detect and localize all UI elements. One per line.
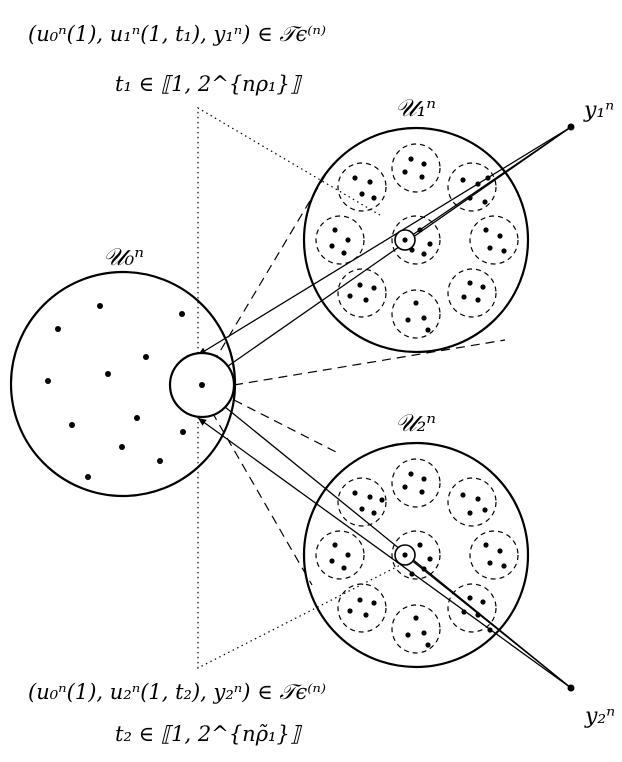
bottom-typicality-condition: (u₀ⁿ(1), u₂ⁿ(1, t₂), y₂ⁿ) ∈ 𝒯ϵ⁽ⁿ⁾ [28, 680, 327, 704]
bottom-index-range: t₂ ∈ ⟦1, 2^{nρ̃₁}⟧ [115, 722, 301, 746]
set-u2-label: 𝒰₂ⁿ [395, 409, 436, 437]
set-u0 [9, 270, 237, 498]
set-u0-label: 𝒰₀ⁿ [103, 243, 144, 271]
receiver-y1-label: y₁ⁿ [584, 98, 615, 123]
set-u1 [302, 126, 530, 354]
receiver-y2-label: y₂ⁿ [585, 704, 616, 729]
top-typicality-condition: (u₀ⁿ(1), u₁ⁿ(1, t₁), y₁ⁿ) ∈ 𝒯ϵ⁽ⁿ⁾ [28, 22, 327, 46]
set-u1-label: 𝒰₁ⁿ [395, 94, 436, 122]
receiver-y1-node [567, 123, 575, 131]
receiver-y2-node [567, 684, 575, 692]
u0-codewords [45, 303, 186, 480]
solid-links [197, 126, 572, 689]
set-u2 [302, 441, 530, 669]
top-index-range: t₁ ∈ ⟦1, 2^{nρ₁}⟧ [115, 72, 301, 96]
